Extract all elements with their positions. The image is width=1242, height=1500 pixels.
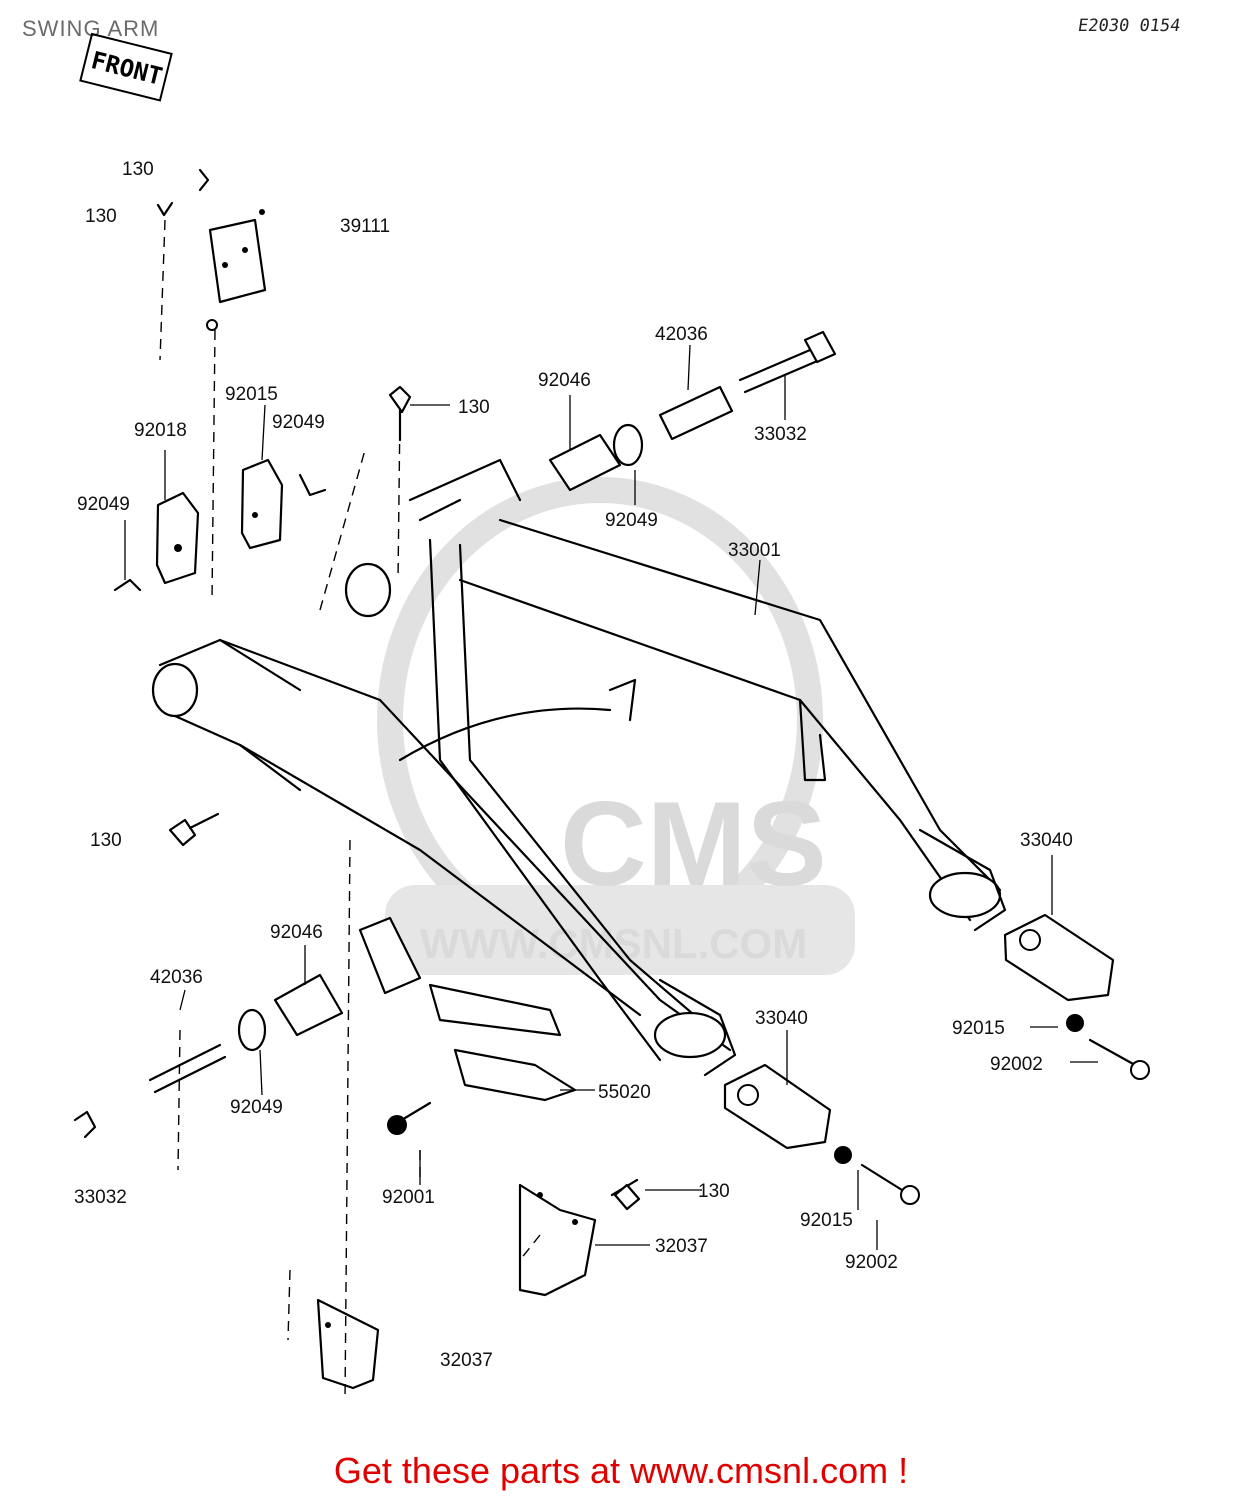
part-number-labels: 42036 92046 33032 92049 33001 33040 9201… xyxy=(74,159,1073,1371)
leader-lines xyxy=(124,344,1098,1250)
label-39111: 39111 xyxy=(340,216,390,237)
label-92049-top: 92049 xyxy=(605,510,658,531)
bracket-assembly xyxy=(156,168,267,601)
label-130-bottom: 130 xyxy=(698,1181,730,1202)
label-33001: 33001 xyxy=(728,540,781,561)
label-32037-b: 32037 xyxy=(440,1350,493,1371)
label-130-small2: 130 xyxy=(85,206,117,227)
label-92049-b: 92049 xyxy=(77,494,130,515)
label-92002-right: 92002 xyxy=(990,1054,1043,1075)
label-92015-a: 92015 xyxy=(225,384,278,405)
left-brackets xyxy=(113,458,327,592)
label-33032-left: 33032 xyxy=(74,1187,127,1208)
label-92049-left: 92049 xyxy=(230,1097,283,1118)
label-92002-mid: 92002 xyxy=(845,1252,898,1273)
front-label: FRONT xyxy=(88,46,165,91)
front-direction-tag: FRONT xyxy=(79,32,173,102)
label-55020: 55020 xyxy=(598,1082,651,1103)
label-92049-a: 92049 xyxy=(272,412,325,433)
adjuster-mid xyxy=(723,1063,920,1205)
label-33040-right: 33040 xyxy=(1020,830,1073,851)
label-33032-top: 33032 xyxy=(754,424,807,445)
label-92015-mid: 92015 xyxy=(800,1210,853,1231)
diagram-title: SWING ARM xyxy=(22,16,160,41)
label-92015-right: 92015 xyxy=(952,1018,1005,1039)
label-92018: 92018 xyxy=(134,420,187,441)
left-shaft-parts xyxy=(73,916,577,1139)
top-shaft-parts xyxy=(548,330,837,492)
label-33040-mid: 33040 xyxy=(755,1008,808,1029)
swing-arm-frame xyxy=(151,458,1007,1077)
label-92046-left: 92046 xyxy=(270,922,323,943)
label-130-small: 130 xyxy=(122,159,154,180)
adjuster-right xyxy=(1003,913,1150,1080)
label-92046-top: 92046 xyxy=(538,370,591,391)
bolts-130 xyxy=(168,385,641,1211)
label-42036-top: 42036 xyxy=(655,324,708,345)
label-92001: 92001 xyxy=(382,1187,435,1208)
label-32037-a: 32037 xyxy=(655,1236,708,1257)
footer-cta[interactable]: Get these parts at www.cmsnl.com ! xyxy=(333,1450,909,1491)
label-130-top: 130 xyxy=(458,397,490,418)
watermark-url: WWW.CMSNL.COM xyxy=(420,920,807,967)
watermark: CMS WWW.CMSNL.COM xyxy=(377,477,855,975)
plates xyxy=(316,1178,639,1390)
watermark-brand: CMS xyxy=(560,777,827,911)
label-130-left: 130 xyxy=(90,830,122,851)
label-42036-left: 42036 xyxy=(150,967,203,988)
